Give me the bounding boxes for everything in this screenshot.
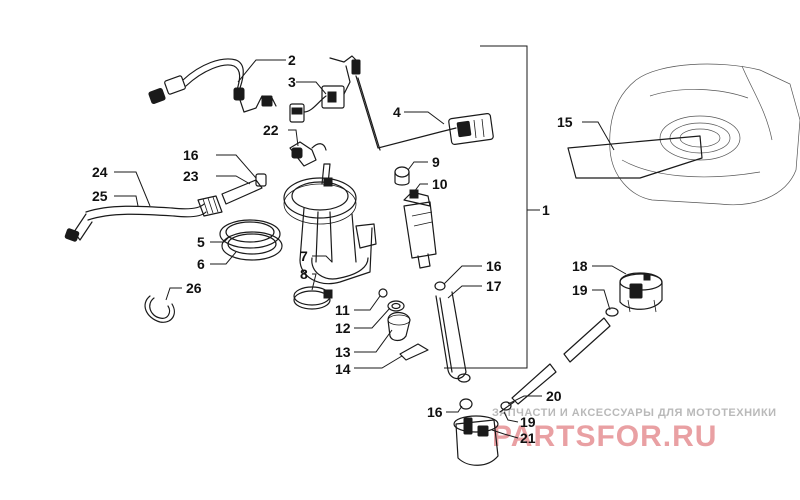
callout-16-middle: 16 [486, 258, 502, 274]
callout-23: 23 [183, 168, 199, 184]
watermark: ЗАПЧАСТИ И АКСЕССУАРЫ ДЛЯ МОТОТЕХНИКИ PA… [492, 407, 777, 453]
assembly-bracket [444, 45, 540, 369]
callout-5: 5 [197, 234, 205, 250]
callout-12: 12 [335, 320, 351, 336]
fuel-tank [567, 63, 800, 206]
callout-25: 25 [92, 188, 108, 204]
callout-17: 17 [486, 278, 502, 294]
callout-19-lower: 19 [520, 414, 536, 430]
callout-11: 11 [335, 302, 350, 318]
callout-7: 7 [300, 248, 308, 264]
watermark-logo: PARTSFOR.RU [492, 420, 717, 453]
vent-fitting [289, 141, 327, 167]
callout-20: 20 [546, 388, 562, 404]
fuel-pump [394, 166, 437, 269]
tank-seal-rings [219, 219, 283, 261]
callout-10: 10 [432, 176, 448, 192]
callout-1: 1 [542, 202, 550, 218]
small-fittings [378, 288, 429, 361]
callout-21: 21 [520, 430, 536, 446]
callout-15: 15 [557, 114, 573, 130]
callout-labels: 1 2 3 4 5 6 7 8 9 10 11 12 13 14 15 16 1… [92, 52, 588, 446]
callout-26: 26 [186, 280, 202, 296]
callout-8: 8 [300, 266, 308, 282]
callout-6: 6 [197, 256, 205, 272]
crossover-hose [499, 307, 619, 413]
sender-connector [289, 55, 361, 123]
fuel-level-sender [355, 75, 494, 151]
pump-module [283, 163, 377, 285]
retaining-clip [144, 295, 175, 323]
callout-4: 4 [393, 104, 401, 120]
callout-24: 24 [92, 164, 108, 180]
wiring-harness [148, 58, 277, 113]
fuel-pickup-top [619, 272, 663, 313]
callout-16-lower: 16 [427, 404, 443, 420]
callout-14: 14 [335, 361, 351, 377]
callout-13: 13 [335, 344, 351, 360]
callout-9: 9 [432, 154, 440, 170]
leader-lines [114, 59, 627, 439]
callout-16-upper: 16 [183, 147, 199, 163]
watermark-subtitle: ЗАПЧАСТИ И АКСЕССУАРЫ ДЛЯ МОТОТЕХНИКИ [492, 407, 777, 419]
fuel-line [64, 173, 267, 242]
callout-2: 2 [288, 52, 296, 68]
callout-19-upper: 19 [572, 282, 588, 298]
callout-3: 3 [288, 74, 296, 90]
fuel-pickup-bottom [453, 415, 499, 466]
pump-outlet-hose [434, 281, 473, 410]
callout-22: 22 [263, 122, 279, 138]
callout-18: 18 [572, 258, 588, 274]
hose-clamp [293, 286, 333, 310]
